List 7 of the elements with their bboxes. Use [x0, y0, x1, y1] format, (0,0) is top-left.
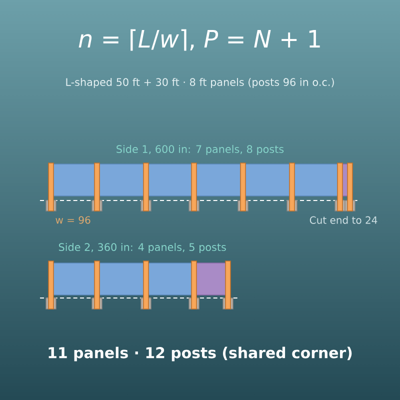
- width-label: w = 96: [56, 216, 90, 224]
- formula: n = ⌈L/w⌉, P = N + 1: [78, 29, 320, 51]
- side-label: Side 2, 360 in: 4 panels, 5 posts: [58, 242, 226, 254]
- side-label: Side 1, 600 in: 7 panels, 8 posts: [116, 144, 284, 156]
- subtitle: L-shaped 50 ft + 30 ft · 8 ft panels (posts 96 in o.c.): [66, 78, 334, 88]
- summary: 11 panels · 12 posts (shared corner): [48, 346, 352, 362]
- cut-note: Cut end to 24: [310, 216, 378, 224]
